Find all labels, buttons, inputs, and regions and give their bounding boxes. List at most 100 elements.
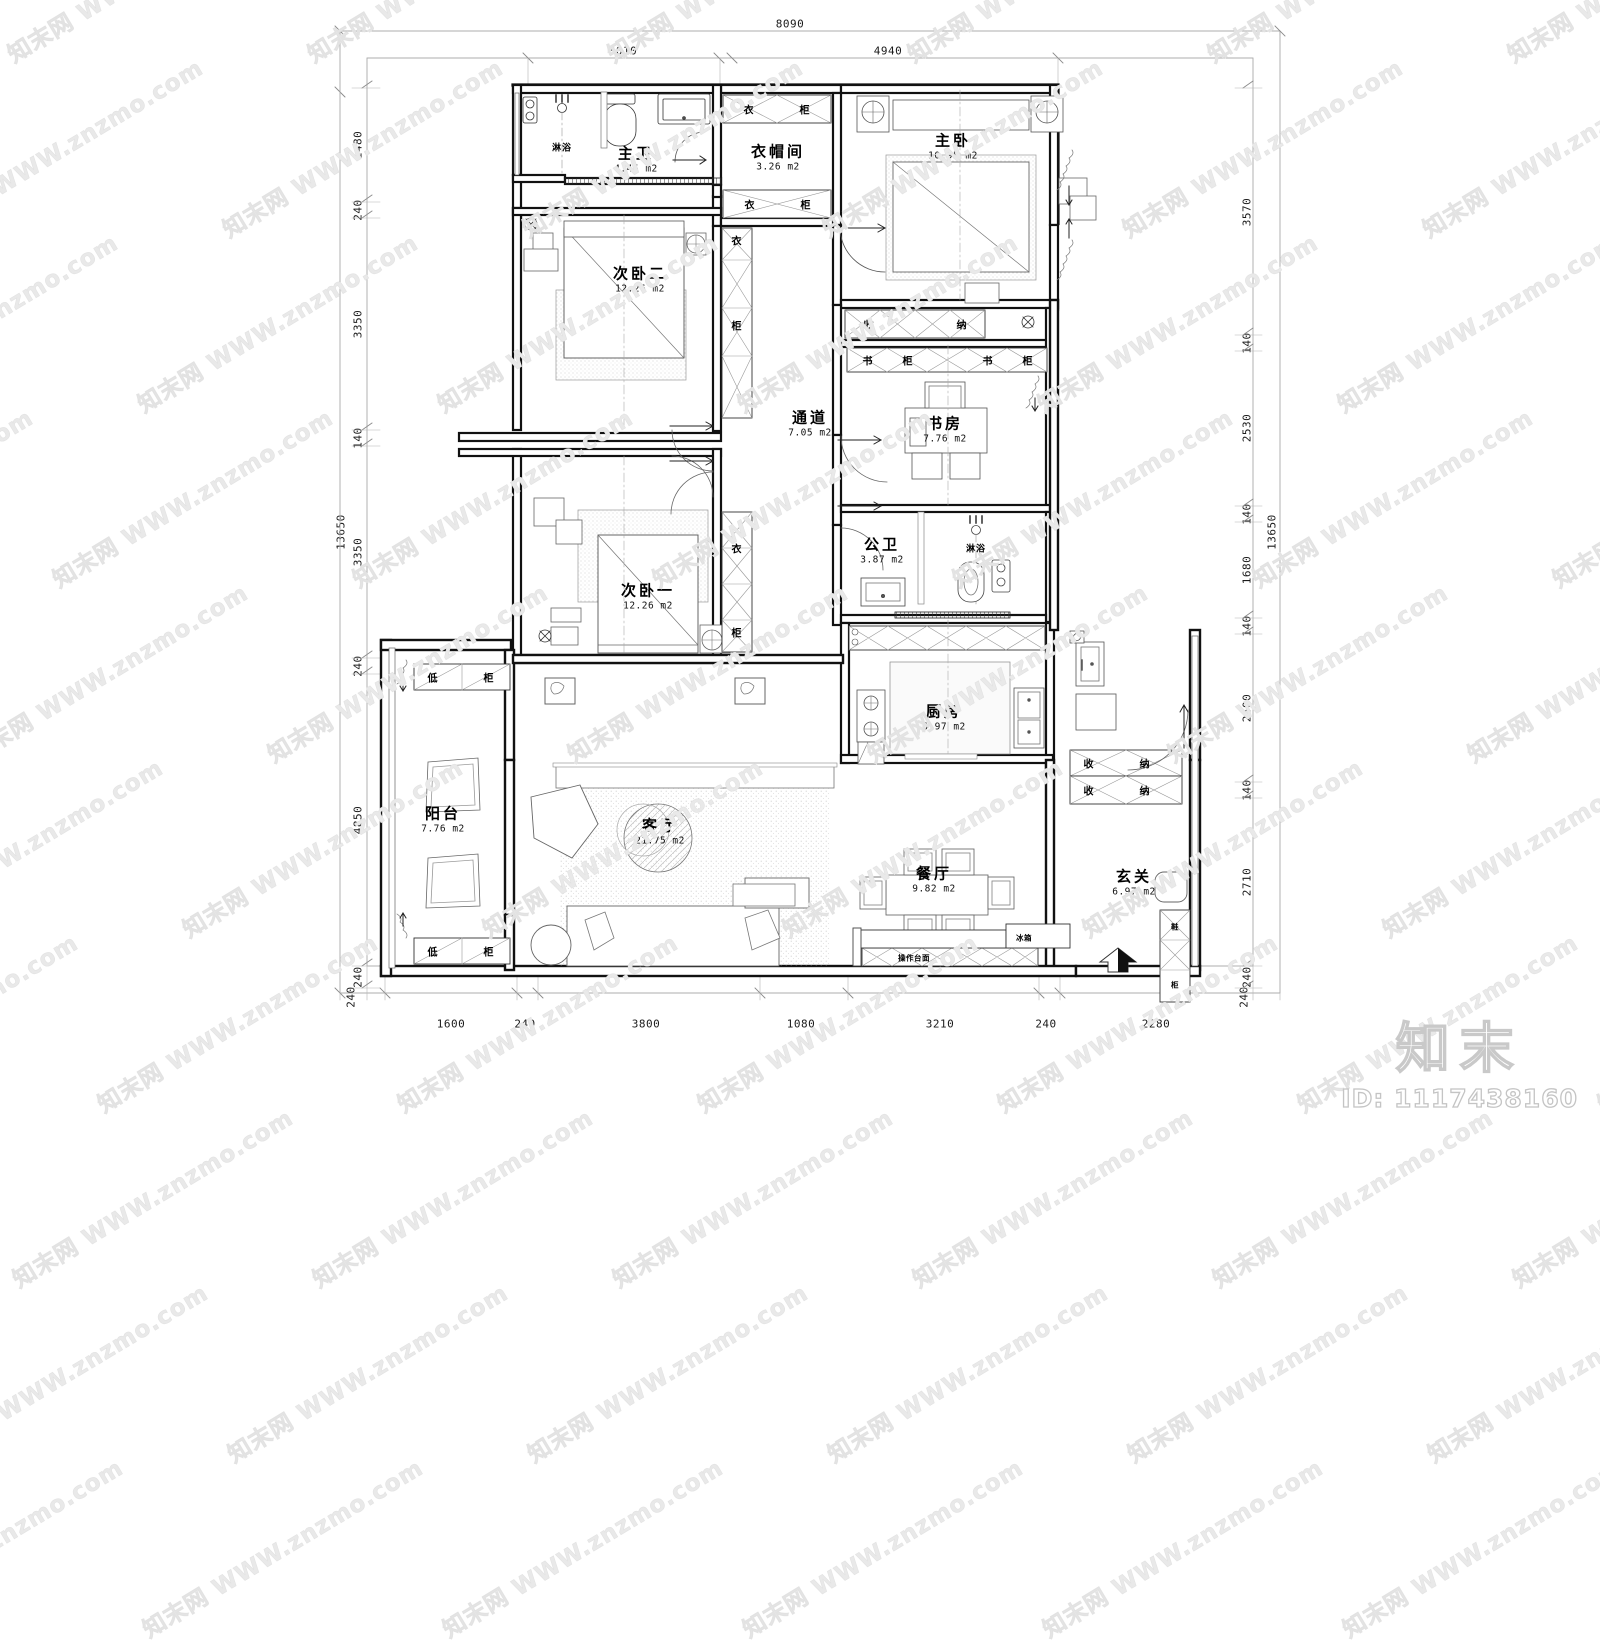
utility-storage-cabinets — [1069, 749, 1183, 805]
dimension-value: 3800 — [631, 1017, 661, 1031]
right-dimension-ticks — [1242, 80, 1254, 989]
room-name: 书房 — [926, 414, 964, 433]
door-swing — [672, 131, 707, 165]
public-bath-fixtures — [860, 511, 1011, 607]
watermark-text: 知末网 WWW.znzmo.com — [0, 1455, 129, 1644]
entrance-fixtures — [1098, 871, 1191, 1003]
room-name: 阳台 — [424, 804, 462, 823]
room-name: 主卧 — [934, 131, 972, 150]
fixture-label-bookcase-char-1: 书 — [862, 356, 874, 368]
fixture-label-shower-master: 淋浴 — [551, 143, 573, 154]
bedroom-two-outlet — [524, 217, 538, 231]
room-area: 12.26 m2 — [615, 283, 665, 295]
fixture-label-shoecab-char-2: 柜 — [1171, 980, 1179, 990]
watermark-text: 知末网 WWW.znzmo.com — [1038, 1455, 1329, 1644]
room-area: 9.82 m2 — [912, 883, 956, 895]
bedroom-two-furniture — [523, 214, 707, 431]
fixture-label-bookcase-char-2: 柜 — [902, 356, 914, 368]
room-name: 厨房 — [925, 702, 963, 721]
counter-row — [852, 923, 1071, 967]
room-area: 21.75 m2 — [635, 835, 685, 847]
dimension-value: 4940 — [873, 44, 903, 58]
fixture-label-storage-char-1: 收 — [863, 320, 875, 332]
fixture-label-wardrobe-char-1: 衣 — [731, 236, 743, 248]
fixture-label-storage-char-1: 收 — [1083, 759, 1095, 771]
room-name: 次卧二 — [612, 264, 668, 283]
room-area: 6.97 m2 — [1112, 886, 1156, 898]
watermark-text: 知末网 WWW.znzmo.com — [0, 1280, 214, 1469]
room-area: 10.95 m2 — [928, 150, 978, 162]
fixture-label-wardrobe-char-1: 衣 — [744, 200, 756, 212]
kitchen-upper-cabinets — [848, 625, 1046, 651]
fixture-label-countertop: 操作台面 — [898, 953, 930, 963]
dining-furniture — [859, 848, 1015, 942]
bedroom-one-wardrobe — [721, 511, 753, 653]
fixture-label-lowcab-char-1: 低 — [427, 947, 439, 959]
study-curtain — [1025, 375, 1040, 412]
kitchen-fixtures — [856, 619, 1045, 765]
living-room-furniture — [530, 677, 838, 967]
room-name: 玄关 — [1115, 867, 1153, 886]
watermark-text: 知末网 WWW.znzmo.com — [1123, 1280, 1414, 1469]
dimension-value: 2280 — [1141, 1017, 1171, 1031]
fixture-label-lowcab-char-2: 柜 — [483, 673, 495, 685]
fixture-label-wardrobe-char-2: 柜 — [731, 628, 743, 640]
floor-plan-drawing — [334, 25, 1286, 1003]
corridor-doors — [669, 421, 888, 571]
fixture-label-storage-char-2: 纳 — [956, 320, 968, 332]
brand-id: ID: 1117438160 — [1341, 1083, 1578, 1113]
dimension-value: 1600 — [436, 1017, 466, 1031]
windows — [388, 92, 1199, 969]
dimension-value: 240 — [1035, 1017, 1057, 1031]
watermark-text: 知末网 WWW.znzmo.com — [1338, 1455, 1600, 1644]
bedroom-one-outlet — [538, 629, 552, 643]
bedroom-one-furniture — [533, 455, 731, 656]
room-name: 主卫 — [617, 144, 655, 163]
fixture-label-wardrobe-char-2: 柜 — [731, 321, 743, 333]
room-area: 7.76 m2 — [923, 433, 967, 445]
watermark-text: 知末网 WWW.znzmo.com — [523, 1280, 814, 1469]
room-area: 6.97 m2 — [922, 721, 966, 733]
balcony-cabinets — [413, 663, 511, 965]
fixture-label-shower-public: 淋浴 — [965, 544, 987, 555]
watermark-text: 知末网 WWW.znzmo.com — [738, 1455, 1029, 1644]
fixture-label-storage-char-2: 纳 — [1139, 786, 1151, 798]
utility-door — [1127, 703, 1189, 771]
master-bedroom-door — [837, 223, 887, 273]
fixture-label-shoecab-char-1: 鞋 — [1171, 922, 1179, 932]
dimension-value: 1080 — [786, 1017, 816, 1031]
room-name: 餐厅 — [915, 864, 953, 883]
room-area: 4.45 m2 — [614, 163, 658, 175]
room-area: 3.87 m2 — [860, 554, 904, 566]
room-area: 7.05 m2 — [788, 427, 832, 439]
room-name: 公卫 — [863, 535, 901, 554]
fixture-label-wardrobe-char-1: 衣 — [743, 105, 755, 117]
study-bookcase — [846, 347, 1048, 373]
dimension-value: 3010 — [608, 44, 638, 58]
master-bedroom-furniture — [856, 89, 1097, 304]
master-storage-cabinet — [844, 309, 986, 339]
watermark-text: 知末网 WWW.znzmo.com — [823, 1280, 1114, 1469]
room-area: 7.76 m2 — [421, 823, 465, 835]
watermark-text: 知末网 WWW.znzmo.com — [1423, 1280, 1600, 1469]
watermark-text: 知末网 WWW.znzmo.com — [223, 1280, 514, 1469]
watermark-text: 知末网 WWW.znzmo.com — [138, 1455, 429, 1644]
fixture-label-wardrobe-char-2: 柜 — [799, 105, 811, 117]
brand-watermark: 知末 ID: 1117438160 — [1341, 1021, 1578, 1114]
fixture-label-storage-char-1: 收 — [1083, 786, 1095, 798]
study-furniture — [904, 344, 988, 506]
fixture-label-bookcase-char-2: 柜 — [1022, 356, 1034, 368]
outlet-symbol — [1021, 315, 1035, 329]
fixture-label-wardrobe-char-1: 衣 — [731, 544, 743, 556]
curtains — [1056, 149, 1074, 281]
dimension-value: 3210 — [925, 1017, 955, 1031]
